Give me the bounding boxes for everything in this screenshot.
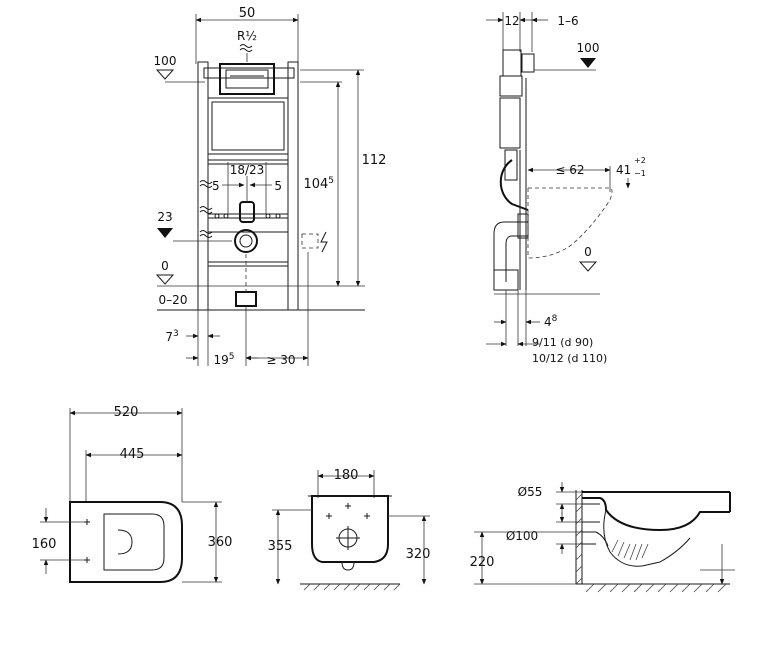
- dim-41-tol-plus: +2: [634, 156, 646, 165]
- side-level-0-label: 0: [584, 245, 592, 259]
- range-0-20-label: 0–20: [159, 293, 188, 307]
- side-dim-4-label: 4: [544, 315, 552, 329]
- height-320-label: 320: [406, 547, 431, 562]
- side-level-100-label: 100: [577, 41, 600, 55]
- length-445-label: 445: [120, 447, 145, 462]
- dim-7-label: 7: [165, 330, 173, 344]
- dim-19-label: 19: [213, 353, 228, 367]
- dim-le62-label: ≤ 62: [555, 163, 584, 177]
- flush-pipe: [499, 159, 529, 211]
- fixing-points: [84, 519, 90, 563]
- water-wave-icon-2: [199, 206, 213, 214]
- height-355-label: 355: [268, 539, 293, 554]
- water-wave-icon-3: [199, 230, 213, 238]
- svg-text:195: 195: [213, 352, 234, 367]
- dim-1-6-label: 1–6: [557, 14, 578, 28]
- dim-41-label: 41: [616, 163, 631, 177]
- water-wave-icon: [199, 180, 213, 188]
- height-220-label: 220: [470, 555, 495, 570]
- length-520-label: 520: [114, 405, 139, 420]
- height-104-sup: 5: [328, 176, 334, 186]
- bowl-outline-dashed: [527, 187, 613, 259]
- svg-text:48: 48: [544, 314, 558, 329]
- thread-label: R½: [237, 29, 257, 43]
- height-104-label: 104: [303, 177, 328, 192]
- level-23-label: 23: [157, 210, 172, 224]
- width-180-label: 180: [334, 468, 359, 483]
- dia-55-label: Ø55: [518, 485, 543, 499]
- side-level-100-marker: [580, 58, 596, 68]
- level-23-marker: [157, 228, 173, 238]
- pipe-10-12-label: 10/12 (d 110): [532, 352, 607, 365]
- side-dim-4-sup: 8: [552, 314, 558, 324]
- side-5-right-label: 5: [274, 179, 282, 193]
- bowl-back-view: 180 355 320: [268, 468, 431, 591]
- dim-12-label: 12: [504, 14, 519, 28]
- level-0-marker: [155, 274, 175, 285]
- side-level-0-marker: [578, 261, 598, 272]
- height-112-label: 112: [362, 153, 387, 168]
- dim-7-sup: 3: [173, 329, 179, 339]
- dim-41-tol-minus: −1: [634, 169, 646, 178]
- front-view: 50 R½ 100 18/23: [154, 6, 387, 367]
- pipe-9-11-label: 9/11 (d 90): [532, 336, 593, 349]
- level-0-label: 0: [161, 259, 169, 273]
- electrical-lightning-icon: [320, 231, 328, 253]
- width-160-label: 160: [32, 537, 57, 552]
- dim-ge30-label: ≥ 30: [266, 353, 295, 367]
- seat-opening: [103, 513, 165, 571]
- width-360-label: 360: [208, 535, 233, 550]
- side-view: 12 1–6 100 ≤ 62 41 +2 −1 0: [486, 12, 646, 365]
- svg-text:1045: 1045: [303, 176, 334, 192]
- water-supply-icon: [239, 44, 253, 52]
- width-50-label: 50: [239, 6, 256, 21]
- level-100-label: 100: [154, 54, 177, 68]
- back-fixing-points: [326, 503, 370, 519]
- bowl-top-view: 520 445 160 360: [32, 405, 233, 583]
- drain-bend: [493, 221, 528, 282]
- bowl-top-outline: [69, 501, 183, 583]
- svg-text:41: 41: [616, 163, 631, 177]
- level-100-marker: [155, 69, 175, 80]
- spacing-18-23-label: 18/23: [230, 163, 265, 177]
- bowl-section-view: Ø55 Ø100 220: [470, 482, 735, 593]
- dia-100-label: Ø100: [506, 529, 538, 543]
- svg-text:73: 73: [165, 329, 178, 344]
- bowl-section-outline: [582, 491, 730, 532]
- dim-19-sup: 5: [229, 352, 235, 362]
- bowl-back-outline: [311, 495, 389, 563]
- side-5-left-label: 5: [212, 179, 220, 193]
- mounting-holes: [214, 213, 281, 219]
